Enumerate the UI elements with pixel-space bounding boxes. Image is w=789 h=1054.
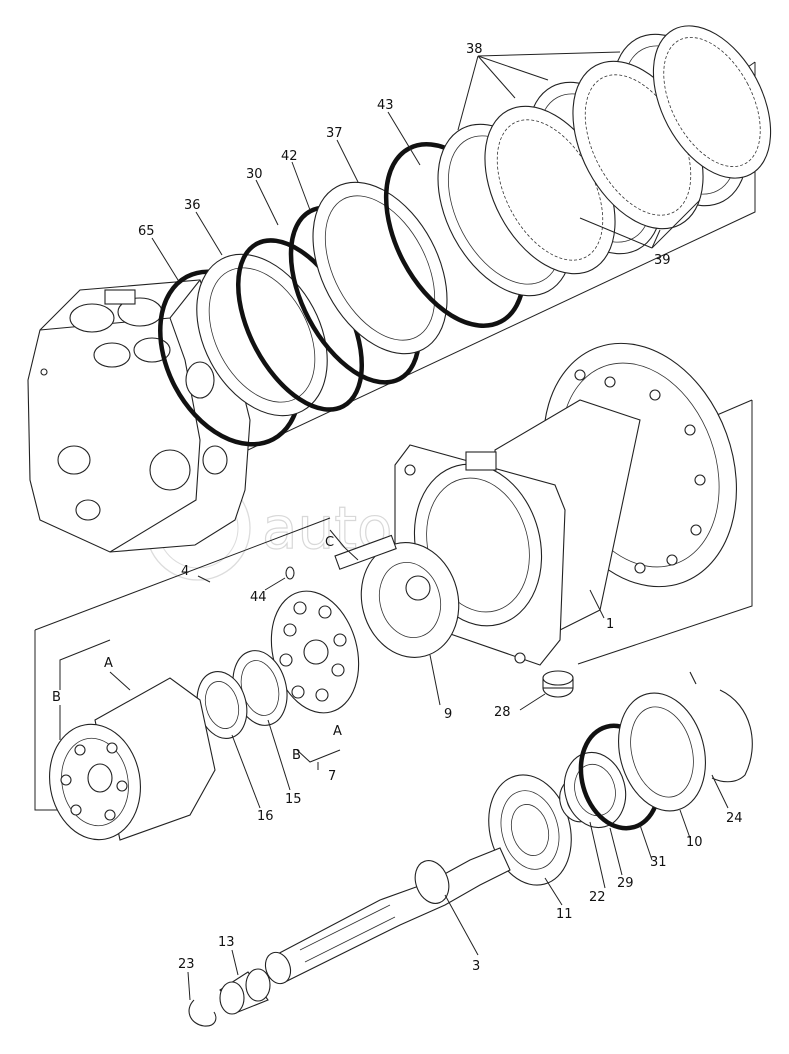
label-38: 38 [466, 42, 483, 57]
label-44: 44 [250, 590, 267, 605]
label-b-lower: B [292, 748, 301, 763]
label-39: 39 [654, 253, 671, 268]
label-24: 24 [726, 811, 743, 826]
label-a-upper: A [104, 656, 113, 671]
friction-discs-39 [484, 25, 772, 275]
label-c: C [325, 535, 334, 550]
label-a-lower: A [333, 724, 342, 739]
label-28: 28 [494, 705, 511, 720]
label-23: 23 [178, 957, 195, 972]
label-31: 31 [650, 855, 667, 870]
label-7: 7 [328, 769, 336, 784]
cover-10 [618, 692, 706, 812]
label-65: 65 [138, 224, 155, 239]
label-29: 29 [617, 876, 634, 891]
output-shaft-3 [264, 847, 511, 985]
label-15: 15 [285, 792, 302, 807]
o-ring-44 [285, 566, 295, 580]
label-16: 16 [257, 809, 274, 824]
label-36: 36 [184, 198, 201, 213]
cylinder-block-4 [49, 677, 216, 841]
label-22: 22 [589, 890, 606, 905]
ball-bearing-11 [488, 774, 572, 886]
label-37: 37 [326, 126, 343, 141]
snap-ring-23 [188, 999, 217, 1027]
label-42: 42 [281, 149, 298, 164]
valve-plate-7 [270, 590, 360, 714]
label-11: 11 [556, 907, 573, 922]
swash-plate-9 [334, 534, 460, 658]
leader-lines [59, 51, 729, 1001]
sleeve-13 [219, 968, 271, 1015]
seal-37 [312, 181, 448, 355]
label-13: 13 [218, 935, 235, 950]
label-10: 10 [686, 835, 703, 850]
label-9: 9 [444, 707, 452, 722]
label-b-left: B [52, 690, 61, 705]
label-30: 30 [246, 167, 263, 182]
plug-28 [542, 670, 574, 698]
label-4: 4 [181, 564, 189, 579]
label-43: 43 [377, 98, 394, 113]
label-1: 1 [606, 617, 614, 632]
retaining-ring-24 [689, 671, 753, 783]
label-3: 3 [472, 959, 480, 974]
valve-housing-block [27, 279, 251, 553]
